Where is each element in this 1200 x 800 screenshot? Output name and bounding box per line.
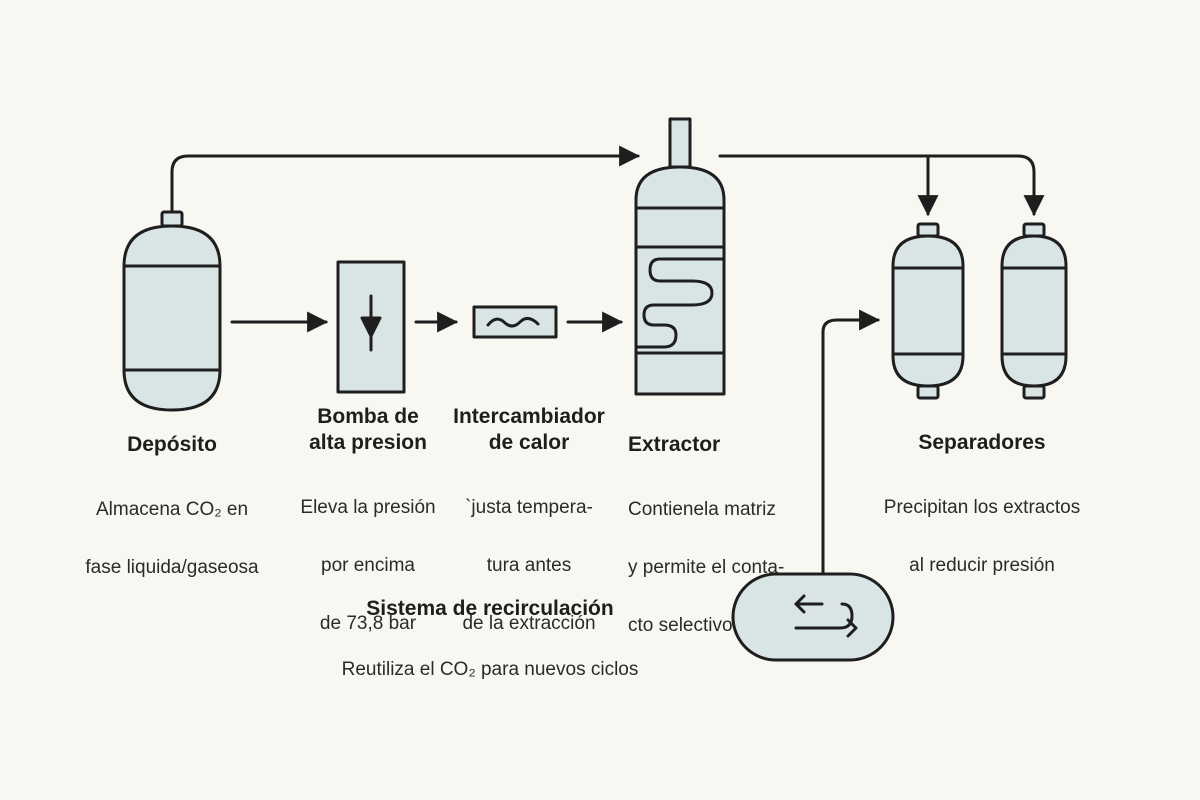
extractor-title: Extractor <box>628 433 721 456</box>
extractor-vessel <box>634 117 726 396</box>
separador-1 <box>891 222 965 400</box>
extractor-coil <box>634 257 726 349</box>
separador-2 <box>1000 222 1068 400</box>
extractor-desc-line-2: y permite el conta- <box>628 557 785 578</box>
separadores-label: Separadores Precipitan los extractos al … <box>854 430 1110 609</box>
extractor-desc-line-3: cto selectivo <box>628 615 733 636</box>
extractor-desc: Contienela matriz y permite el conta- ct… <box>628 466 808 669</box>
bomba-desc-line-1: Eleva la presión <box>300 497 436 518</box>
wave-icon <box>486 317 540 328</box>
deposito-desc-line-1: Almacena CO₂ en <box>95 499 249 520</box>
extractor-desc-line-1: Contienela matriz <box>628 499 776 520</box>
deposito-desc-line-2: fase liquida/gaseosa <box>85 557 259 578</box>
recirculacion-label: Sistema de recirculación Reutiliza el CO… <box>290 596 690 713</box>
intercambiador-desc-line-3: de la extracción <box>462 613 596 634</box>
deposito-desc: Almacena CO₂ en fase liquida/gaseosa <box>62 466 282 611</box>
extractor-label: Extractor Contienela matriz y permite el… <box>628 432 808 669</box>
pipe-extractor-outlet <box>718 154 1045 217</box>
bomba-desc-line-3: de 73,8 bar <box>319 613 417 634</box>
deposito-tank <box>122 210 222 412</box>
bomba-title: Bomba de alta presion <box>309 405 427 454</box>
separadores-desc-line-1: Precipitan los extractos <box>883 497 1081 518</box>
intercambiador-label: Intercambiador de calor `justa tempera- … <box>436 404 622 667</box>
separadores-title: Separadores <box>918 431 1046 454</box>
recirculacion-unit <box>731 572 895 662</box>
arrow-recirculation-to-separadores <box>821 309 881 576</box>
recirculacion-desc: Reutiliza el CO₂ para nuevos ciclos <box>290 626 690 713</box>
deposito-title: Depósito <box>127 433 217 456</box>
intercambiador-desc-line-1: `justa tempera- <box>465 497 593 518</box>
return-arrow-icon <box>794 594 858 638</box>
recirculacion-title: Sistema de recirculación <box>366 597 614 620</box>
bomba-desc-line-2: por encima <box>321 555 415 576</box>
bomba-desc: Eleva la presión por encima de 73,8 bar <box>286 464 450 667</box>
separadores-desc-line-2: al reducir presión <box>909 555 1055 576</box>
intercambiador-desc: `justa tempera- tura antes de la extracc… <box>436 464 622 667</box>
deposito-label: Depósito Almacena CO₂ en fase liquida/ga… <box>62 432 282 611</box>
recirculacion-desc-line-1: Reutiliza el CO₂ para nuevos ciclos <box>341 659 639 680</box>
arrow-deposito-to-extractor <box>170 145 641 214</box>
down-arrow-icon <box>360 294 382 352</box>
intercambiador-title: Intercambiador de calor <box>453 405 605 454</box>
intercambiador-box <box>472 305 558 339</box>
separadores-desc: Precipitan los extractos al reducir pres… <box>854 464 1110 609</box>
intercambiador-desc-line-2: tura antes <box>486 555 572 576</box>
bomba-label: Bomba de alta presion Eleva la presión p… <box>286 404 450 667</box>
